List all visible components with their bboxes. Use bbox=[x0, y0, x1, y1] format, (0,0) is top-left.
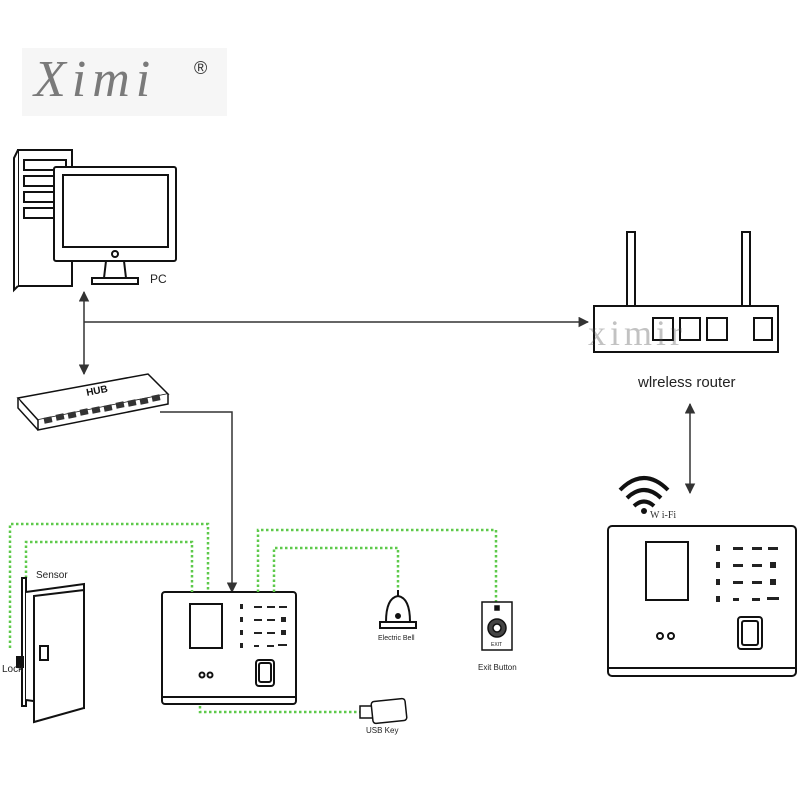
network-lines bbox=[78, 290, 696, 594]
pc-label: PC bbox=[150, 272, 167, 286]
door-icon bbox=[21, 577, 85, 724]
terminal-large-keypad bbox=[716, 545, 779, 602]
wifi-dot bbox=[641, 508, 647, 514]
hub-icon bbox=[16, 373, 170, 431]
electric-bell-icon bbox=[379, 590, 417, 629]
terminal-device-small bbox=[161, 591, 297, 705]
exit-face-label: EXIT bbox=[491, 642, 502, 648]
usb-key-label: USB Key bbox=[366, 726, 398, 735]
pc-icon bbox=[13, 149, 177, 293]
electric-bell-label: Electric Bell bbox=[378, 635, 415, 642]
usb-key-icon bbox=[359, 697, 408, 725]
hub-label: HUB bbox=[85, 384, 108, 399]
router-label: wlreless router bbox=[637, 374, 736, 391]
exit-button-icon bbox=[481, 601, 513, 651]
terminal-device-large bbox=[607, 525, 797, 677]
logo-background bbox=[22, 48, 227, 116]
registered-mark: ® bbox=[194, 58, 208, 78]
brand-logo: Ximi bbox=[34, 51, 157, 108]
watermark: ximir bbox=[588, 313, 686, 353]
dotted-wires bbox=[8, 522, 498, 714]
sensor-label: Sensor bbox=[36, 570, 68, 581]
wireless-router-icon bbox=[593, 231, 779, 353]
wifi-label: W i-Fi bbox=[650, 510, 676, 521]
exit-button-label: Exit Button bbox=[478, 663, 517, 672]
wifi-icon bbox=[618, 476, 670, 508]
terminal-small-keypad bbox=[240, 604, 287, 648]
lock-icon bbox=[16, 656, 24, 668]
lock-label: Lock bbox=[2, 664, 24, 675]
